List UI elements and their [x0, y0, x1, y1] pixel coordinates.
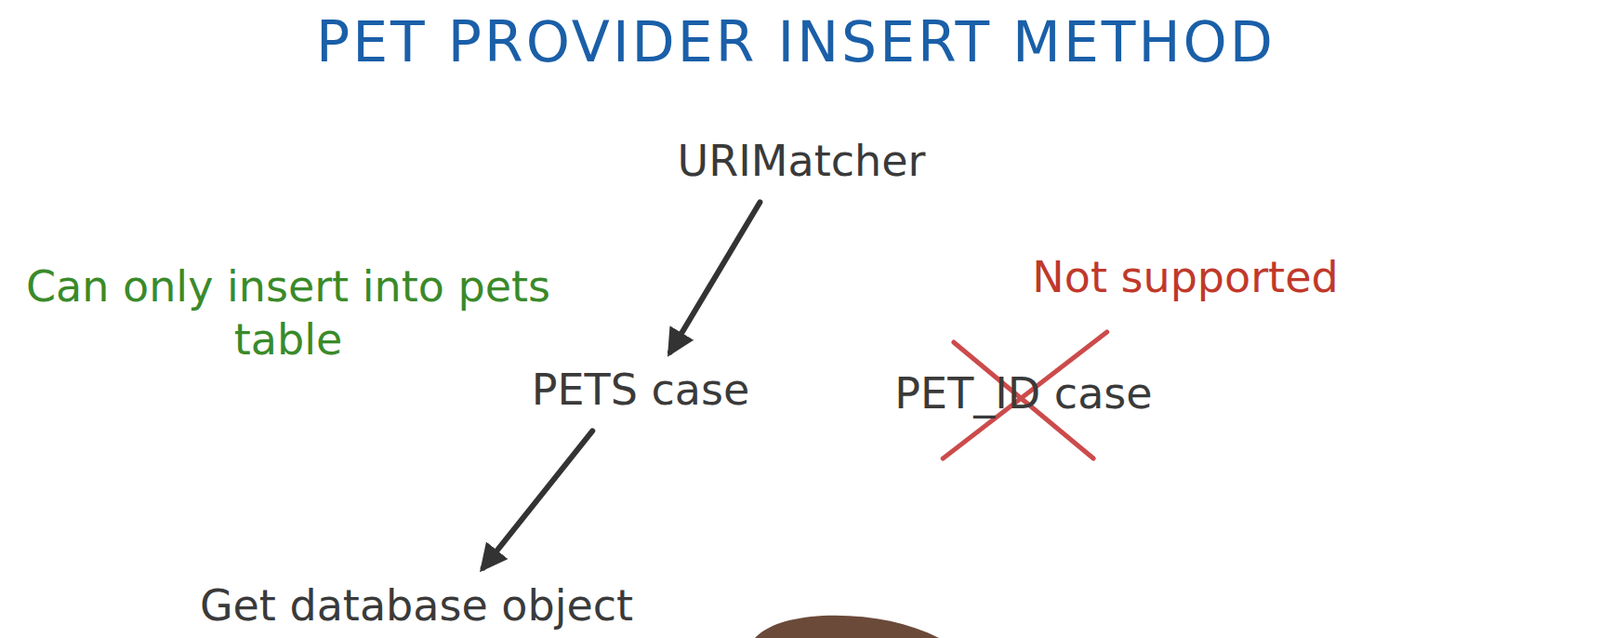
- node-text: URIMatcher: [677, 136, 926, 186]
- node-text: PETS case: [531, 365, 750, 415]
- note-label: Not supported: [990, 251, 1381, 305]
- step-node: PETS case: [526, 361, 755, 419]
- step-node: URIMatcher: [672, 132, 932, 190]
- step-node: Get database object: [194, 577, 639, 635]
- node-text: PET_ID case: [894, 369, 1152, 419]
- flow-arrow: [670, 201, 760, 352]
- note-label: Can only insert into pets table: [9, 260, 568, 368]
- flow-arrow: [483, 430, 593, 568]
- step-node: PET_ID case: [888, 365, 1158, 423]
- hand-figure: [754, 615, 939, 638]
- node-text: Get database object: [199, 581, 634, 631]
- diagram-title: PET PROVIDER INSERT METHOD: [316, 9, 1276, 75]
